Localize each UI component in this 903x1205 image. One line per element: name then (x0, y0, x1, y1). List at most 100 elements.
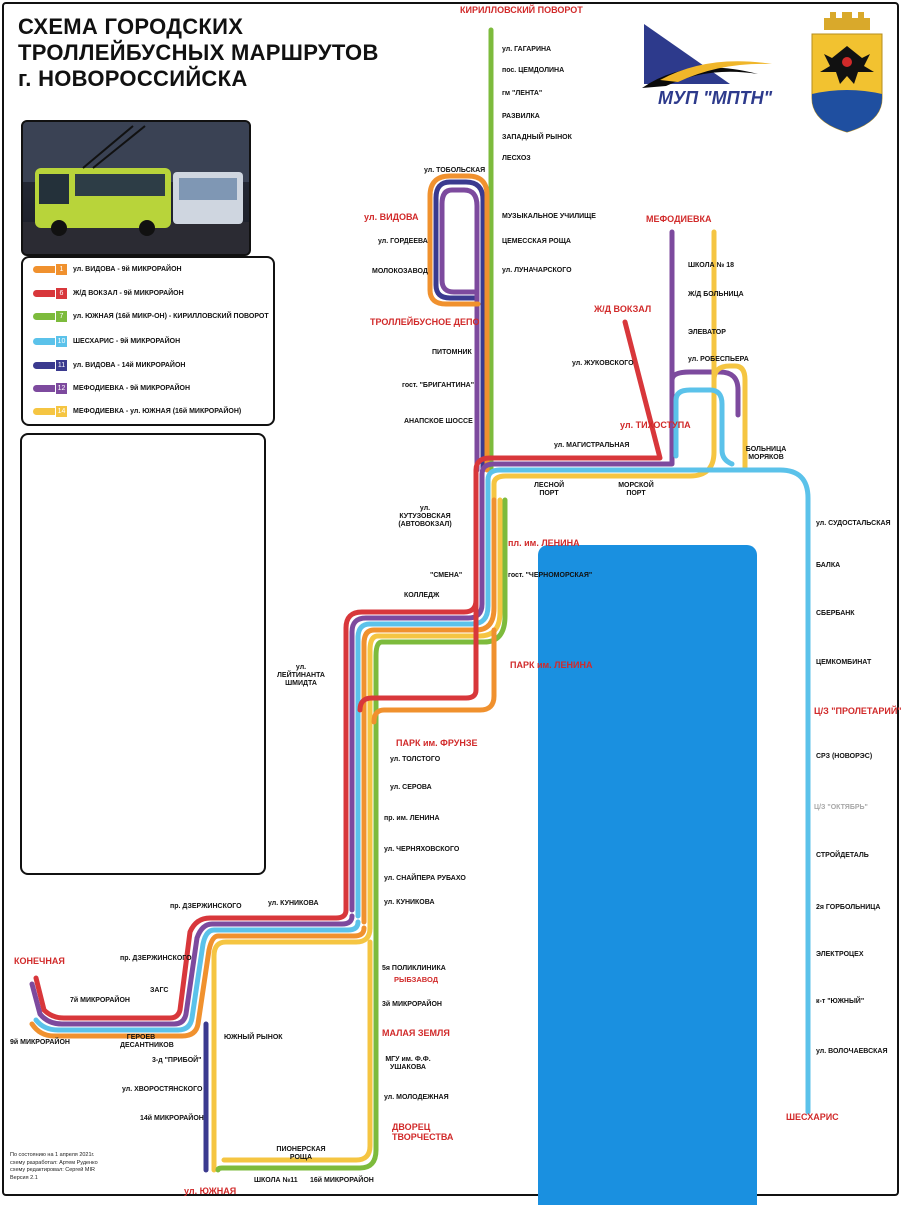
label-dvorets: ДВОРЕЦ ТВОРЧЕСТВА (392, 1122, 454, 1142)
legend-swatch: 10 (33, 334, 68, 348)
route-1-park (371, 627, 497, 725)
stop-srz: СРЗ (НОВОРЭС) (816, 753, 873, 760)
terminal-sheskharis: ШЕСХАРИС (786, 1112, 839, 1122)
legend-swatch: 11 (33, 358, 68, 372)
route-14-magistral (491, 229, 748, 503)
terminal-yuzhnaya: ул. ЮЖНАЯ (184, 1186, 237, 1196)
terminal-vokzal: Ж/Д ВОКЗАЛ (594, 304, 652, 314)
route-10-west (33, 919, 361, 1033)
route-6-magistral (473, 319, 663, 503)
stop-gordeeva: ул. ГОРДЕЕВА (378, 238, 428, 245)
stop-zags: ЗАГС (150, 987, 169, 994)
legend-item-6: 6 Ж/Д ВОКЗАЛ - 9й МИКРОРАЙОН (33, 286, 184, 300)
route-12-west (29, 913, 355, 1027)
stop-pitomnik: ПИТОМНИК (432, 349, 472, 356)
stop-yuzhny-kt: к-т "ЮЖНЫЙ" (816, 998, 865, 1005)
stop-leskhoz: ЛЕСХОЗ (502, 155, 531, 162)
stop-shkola-11: ШКОЛА №11 (254, 1177, 298, 1184)
stop-sudostalskaya: ул. СУДОСТАЛЬСКАЯ (816, 520, 891, 527)
legend-item-12: 12 МЕФОДИЕВКА - 9й МИКРОРАЙОН (33, 381, 190, 395)
map-title: СХЕМА ГОРОДСКИХ ТРОЛЛЕЙБУСНЫХ МАРШРУТОВ … (18, 14, 379, 92)
stop-5-poliklinika: 5я ПОЛИКЛИНИКА (382, 965, 446, 972)
stop-zapadny-rynok: ЗАПАДНЫЙ РЫНОК (502, 134, 572, 141)
legend-number: 11 (55, 358, 68, 372)
stop-pionerskaya-roscha: ПИОНЕРСКАЯ РОЩА (276, 1146, 326, 1161)
stop-chernyakhovskogo: ул. ЧЕРНЯХОВСКОГО (384, 846, 460, 853)
legend-number: 1 (55, 262, 68, 276)
stop-khvorostyanskogo: ул. ХВОРОСТЯНСКОГО (122, 1086, 203, 1093)
stop-molodezhnaya: ул. МОЛОДЕЖНАЯ (384, 1094, 449, 1101)
route-1-vidova-loop (427, 173, 490, 473)
route-10-magistral (485, 467, 811, 1115)
legend-text: ШЕСХАРИС - 9й МИКРОРАЙОН (73, 337, 181, 345)
legend-text: Ж/Д ВОКЗАЛ - 9й МИКРОРАЙОН (73, 289, 184, 297)
logo-text: МУП "МПТН" (658, 88, 773, 108)
stop-shmidta: ул. ЛЕЙТИНАНТА ШМИДТА (277, 664, 325, 687)
legend-swatch: 7 (33, 309, 68, 323)
stop-razvilka: РАЗВИЛКА (502, 113, 540, 120)
stop-ushakova: МГУ им. Ф.Ф. УШАКОВА (385, 1056, 431, 1071)
stop-stroydetal: СТРОЙДЕТАЛЬ (816, 852, 869, 859)
legend-swatch: 14 (33, 404, 68, 418)
stop-tsemdolina: пос. ЦЕМДОЛИНА (502, 67, 565, 74)
label-lenin-square: пл. им. ЛЕНИНА (508, 538, 580, 548)
legend-item-14: 14 МЕФОДИЕВКА - ул. ЮЖНАЯ (16й МИКРОРАЙО… (33, 404, 241, 418)
credits: По состоянию на 1 апреля 2021г. схему ра… (10, 1152, 98, 1182)
trolleybus-photo (21, 120, 251, 256)
stop-dzerzhinskogo-1: пр. ДЗЕРЖИНСКОГО (170, 903, 242, 910)
stop-tsemkombinat: ЦЕМКОМБИНАТ (816, 659, 872, 666)
stop-magistralnaya: ул. МАГИСТРАЛЬНАЯ (554, 442, 630, 449)
route-14-inner (221, 939, 373, 1163)
coat-of-arms-icon (811, 12, 883, 133)
route-legend: 1 ул. ВИДОВА - 9й МИКРОРАЙОН 6 Ж/Д ВОКЗА… (21, 256, 275, 426)
legend-number: 12 (55, 381, 68, 395)
stop-zhukovskogo: ул. ЖУКОВСКОГО (572, 360, 634, 367)
legend-number: 7 (55, 309, 68, 323)
label-proletary: Ц/З "ПРОЛЕТАРИЙ" (814, 706, 902, 716)
empty-notes-box (20, 433, 266, 875)
legend-swatch: 1 (33, 262, 68, 276)
label-tikhostupa: ул. ТИХОСТУПА (620, 420, 691, 430)
route-1-center (361, 497, 497, 925)
legend-item-1: 1 ул. ВИДОВА - 9й МИКРОРАЙОН (33, 262, 182, 276)
route-12-magistral (479, 369, 741, 503)
title-line-1: СХЕМА ГОРОДСКИХ (18, 14, 244, 39)
stop-brigantina: гост. "БРИГАНТИНА" (402, 382, 475, 389)
route-10-center (355, 497, 491, 919)
stop-2-gorbolnitsa: 2я ГОРБОЛЬНИЦА (816, 904, 881, 911)
route-11-vidova-loop (433, 179, 486, 473)
stop-elektrotsekh: ЭЛЕКТРОЦЕХ (816, 951, 864, 958)
stop-16-mkr: 16й МИКРОРАЙОН (310, 1177, 374, 1184)
stop-gagarina: ул. ГАГАРИНА (502, 46, 552, 53)
stop-kunikova-w: ул. КУНИКОВА (268, 900, 319, 907)
stop-kolledzh: КОЛЛЕДЖ (404, 592, 440, 599)
stop-lesnoy-port: ЛЕСНОЙ ПОРТ (534, 482, 565, 497)
stop-smena: "СМЕНА" (430, 572, 463, 579)
stop-shkola-18: ШКОЛА № 18 (688, 262, 735, 269)
label-rybzavod: РЫБЗАВОД (394, 975, 439, 984)
credit-editor: схему редактировал: Сергей MIR (10, 1167, 95, 1173)
route-6-west (33, 907, 349, 1021)
credit-date: По состоянию на 1 апреля 2021г. (10, 1152, 95, 1158)
stop-geroev-desantnikov: ГЕРОЕВ ДЕСАНТНИКОВ (120, 1034, 174, 1049)
stop-volochaevskaya: ул. ВОЛОЧАЕВСКАЯ (816, 1048, 888, 1055)
credit-version: Версия 2.1 (10, 1174, 38, 1181)
terminal-konechnaya: КОНЕЧНАЯ (14, 956, 65, 966)
legend-text: ул. ВИДОВА - 9й МИКРОРАЙОН (73, 265, 182, 273)
legend-text: ул. ЮЖНАЯ (16й МИКР-ОН) - КИРИЛЛОВСКИЙ П… (73, 312, 269, 320)
legend-number: 10 (55, 334, 68, 348)
stop-priboy: 3-д "ПРИБОЙ" (152, 1057, 202, 1064)
route-7-south (215, 931, 379, 1173)
stop-kutuzovskaya: ул. КУТУЗОВСКАЯ (АВТОВОКЗАЛ) (398, 505, 452, 528)
stop-molokozavod: МОЛОКОЗАВОД (372, 268, 428, 275)
legend-item-11: 11 ул. ВИДОВА - 14й МИКРОРАЙОН (33, 358, 185, 372)
stop-lunacharskogo: ул. ЛУНАЧАРСКОГО (502, 267, 572, 274)
stop-zhd-bolnitsa: Ж/Д БОЛЬНИЦА (688, 291, 744, 298)
route-12-inner-loop (673, 387, 735, 467)
stop-tolstogo: ул. ТОЛСТОГО (390, 756, 441, 763)
stop-tobolskaya: ул. ТОБОЛЬСКАЯ (424, 167, 486, 174)
route-1-west (29, 925, 367, 1039)
stop-morskoy-port: МОРСКОЙ ПОРТ (618, 482, 654, 497)
route-14-south (211, 925, 373, 1173)
